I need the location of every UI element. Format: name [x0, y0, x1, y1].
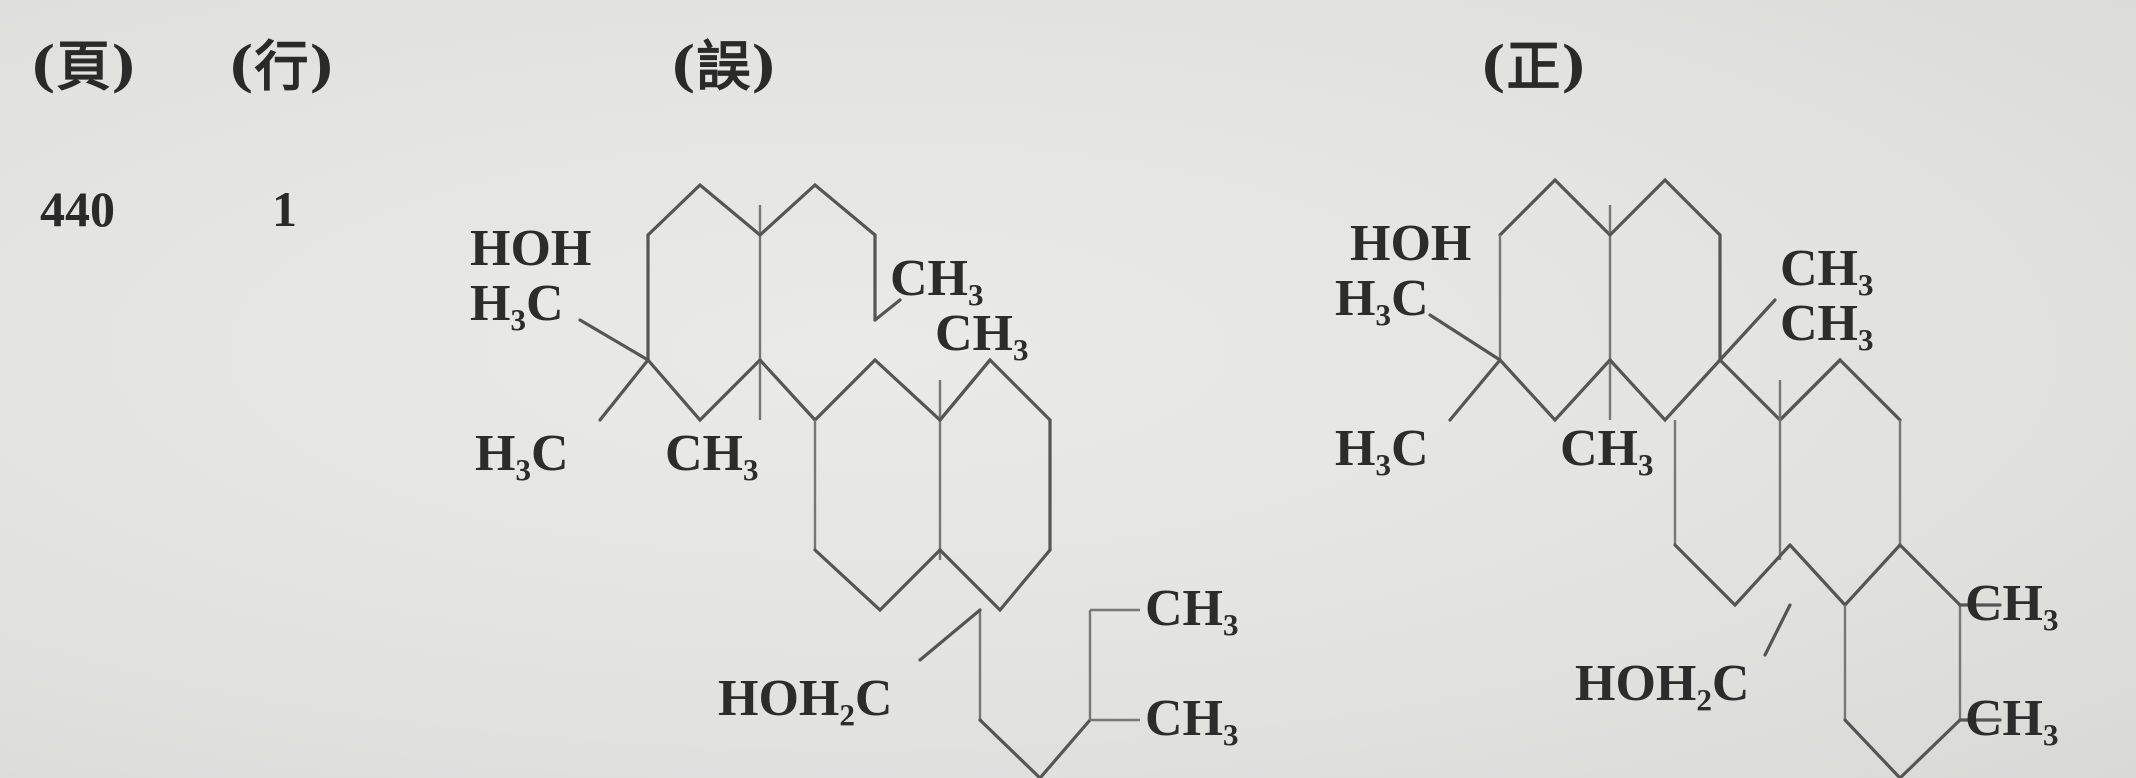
wrong-hoh-label: HOH [470, 220, 591, 277]
correct-h3c-top-label: H₃C [1335, 270, 1429, 327]
header-correct-column: (正) [1480, 34, 1589, 98]
wrong-h3c-bottom-label: H₃C [475, 425, 569, 482]
wrong-ch3-a-label: CH₃ [890, 250, 984, 307]
wrong-ch3-ring-label: CH₃ [665, 425, 759, 482]
correct-structure-bonds [1428, 177, 2002, 778]
line-number: 1 [272, 181, 297, 237]
wrong-ch3-right2-label: CH₃ [1145, 690, 1239, 747]
correct-ch3-right2-label: CH₃ [1965, 690, 2059, 747]
wrong-h3c-top-label: H₃C [470, 275, 564, 332]
header-wrong-column: (誤) [670, 34, 779, 98]
correct-ch3-a-label: CH₃ [1780, 240, 1874, 297]
wrong-structure-bonds [578, 182, 1140, 778]
wrong-ch3-right1-label: CH₃ [1145, 580, 1239, 637]
correct-ch3-right1-label: CH₃ [1965, 575, 2059, 632]
page-number: 440 [40, 181, 115, 237]
header-page-column: (頁) [30, 34, 139, 98]
wrong-hoh2c-label: HOH₂C [718, 670, 892, 727]
correct-ch3-b-label: CH₃ [1780, 295, 1874, 352]
wrong-ch3-b-label: CH₃ [935, 305, 1029, 362]
correct-h3c-bottom-label: H₃C [1335, 420, 1429, 477]
correct-hoh2c-label: HOH₂C [1575, 655, 1749, 712]
correct-hoh-label: HOH [1350, 215, 1471, 272]
header-line-column: (行) [228, 34, 337, 98]
correct-ch3-ring-label: CH₃ [1560, 420, 1654, 477]
